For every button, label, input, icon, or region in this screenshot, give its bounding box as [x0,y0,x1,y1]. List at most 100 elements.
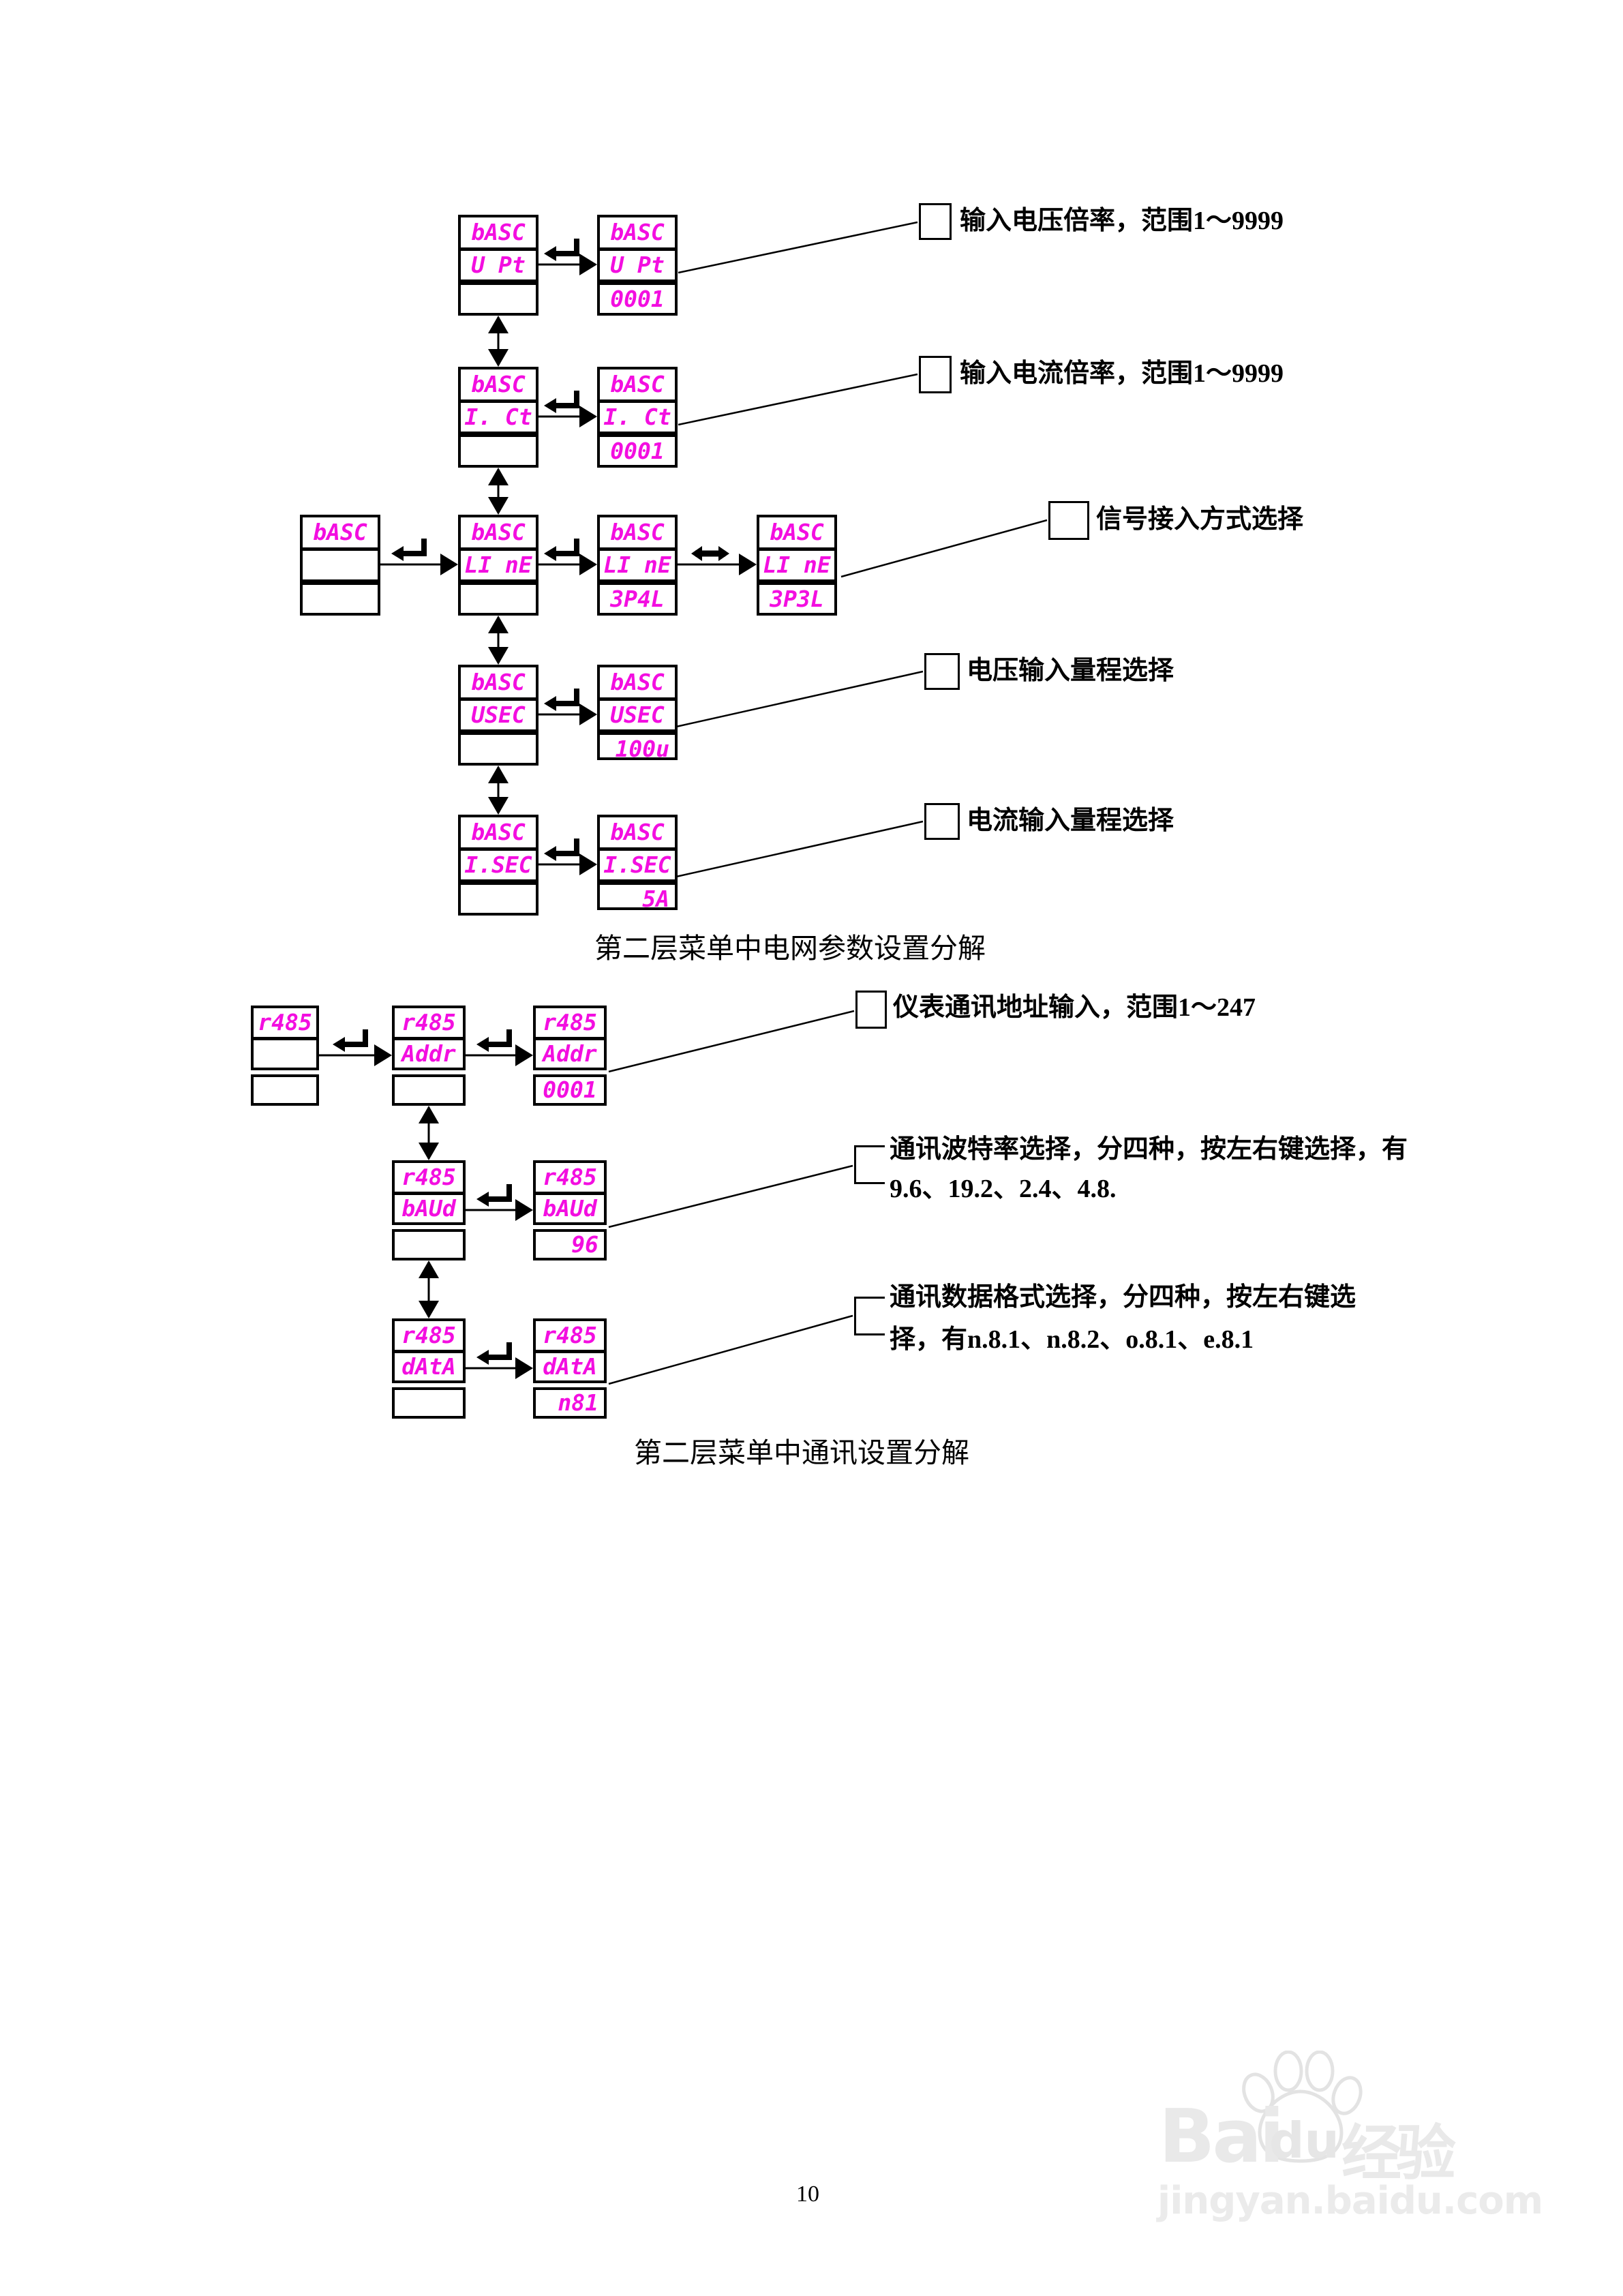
arrow-up-icon [488,616,509,633]
lcd-line: 5A [600,879,675,907]
lcd-line: r485 [258,1009,312,1036]
lcd-line: LI nE [461,547,536,579]
lcd-line: bASC [471,819,526,845]
lcd-line: bASC [610,669,665,695]
enter-key-icon [544,391,577,413]
lcd-line: r485 [401,1164,456,1190]
lcd-line: 0001 [543,1077,597,1103]
lcd-line: bASC [610,819,665,845]
arrow-down-icon [488,349,509,367]
value-display-box: bASC U Pt 0001 [597,215,678,316]
menu-display-box: bASC I.SEC [458,815,539,916]
lcd-line [303,547,378,579]
watermark-url: jingyan.baidu.com [1157,2179,1543,2223]
lcd-line: I. Ct [600,399,675,432]
arrow-up-icon [419,1260,439,1278]
arrow-right-icon [579,406,597,427]
lcd-line [395,1390,463,1416]
lcd-line: U Pt [461,247,536,280]
value-display-box: bASC I. Ct 0001 [597,367,678,468]
arrow-right-icon [579,554,597,575]
annotation-text: 仪表通讯地址输入，范围1～247 [893,993,1256,1022]
lcd-line [461,280,536,313]
annotation-text: 通讯波特率选择，分四种，按左右键选择，有 [890,1135,1408,1164]
lcd-line: 100u [600,729,675,757]
lcd-line: bASC [471,519,526,545]
annotation-text: 9.6、19.2、2.4、4.8. [890,1175,1117,1203]
arrow-right-icon [739,554,757,575]
annotation-bracket [854,1297,885,1335]
lcd-line: Addr [395,1037,463,1068]
leader-line [608,1164,853,1228]
menu-display-box: r485 bAUd [392,1160,466,1260]
arrow-up-icon [419,1106,439,1123]
annotation-marker-box [919,203,952,240]
lcd-line: bASC [313,519,367,545]
lcd-line [461,579,536,613]
annotation-text: 输入电压倍率，范围1～9999 [960,207,1284,235]
menu-display-box: bASC I. Ct [458,367,539,468]
lcd-line: bASC [471,219,526,245]
enter-key-icon [544,239,577,261]
annotation-marker-box [924,653,960,690]
lcd-line: LI nE [759,547,834,579]
annotation-marker-box [919,356,952,393]
lcd-line: r485 [401,1009,456,1036]
arrow-up-icon [488,766,509,783]
value-display-box: bASC LI nE 3P3L [757,515,837,616]
lcd-line: dAtA [395,1350,463,1380]
lcd-line [303,579,378,613]
lcd-line [395,1077,463,1103]
enter-key-icon [333,1029,365,1052]
root-display-box: bASC [300,515,380,616]
lcd-line: I. Ct [461,399,536,432]
root-display-box: r485 [251,1006,319,1106]
arrow-down-icon [488,497,509,515]
arrow-down-icon [488,647,509,665]
lcd-line: 3P3L [759,579,834,613]
leader-line [676,670,924,728]
annotation-text: 择，有n.8.1、n.8.2、o.8.1、e.8.1 [890,1325,1254,1354]
lcd-line: bASC [610,371,665,397]
value-display-box: r485 dAtA n81 [533,1318,607,1419]
lcd-line [395,1232,463,1258]
lcd-line: n81 [558,1390,598,1416]
enter-key-icon [391,539,424,561]
enter-key-icon [476,1342,509,1365]
baidu-logo-du: du [1269,2112,1339,2169]
menu-display-box: bASC USEC [458,665,539,766]
lcd-line: I.SEC [461,847,536,879]
value-display-box: bASC USEC 100u [597,665,678,760]
lcd-line: 3P4L [600,579,675,613]
lcd-line: bASC [610,219,665,245]
lcd-line: bAUd [395,1192,463,1222]
leader-line [608,1314,853,1385]
value-display-box: bASC LI nE 3P4L [597,515,678,616]
lcd-line: r485 [401,1322,456,1348]
enter-key-icon [544,539,577,561]
leader-line [840,519,1048,578]
enter-key-icon [544,839,577,861]
arrow-down-icon [419,1301,439,1318]
annotation-text: 输入电流倍率，范围1～9999 [960,359,1284,388]
menu-display-box: bASC U Pt [458,215,539,316]
lcd-line: 0001 [600,280,675,313]
baidu-logo-bai: Bai [1159,2094,1284,2179]
lcd-line: USEC [461,697,536,729]
arrow-right-icon [374,1044,392,1066]
lcd-line: bASC [471,669,526,695]
annotation-marker-box [855,991,887,1029]
value-display-box: bASC I.SEC 5A [597,815,678,910]
annotation-marker-box [924,803,960,840]
lcd-line: 0001 [600,432,675,465]
lcd-line: LI nE [600,547,675,579]
arrow-up-icon [488,316,509,333]
arrow-right-icon [515,1199,533,1221]
value-display-box: r485 Addr 0001 [533,1006,607,1106]
annotation-bracket [854,1145,885,1184]
lcd-line: 96 [571,1232,598,1258]
lcd-line: bAUd [536,1192,604,1222]
lcd-line: USEC [600,697,675,729]
lcd-line: r485 [543,1009,597,1036]
